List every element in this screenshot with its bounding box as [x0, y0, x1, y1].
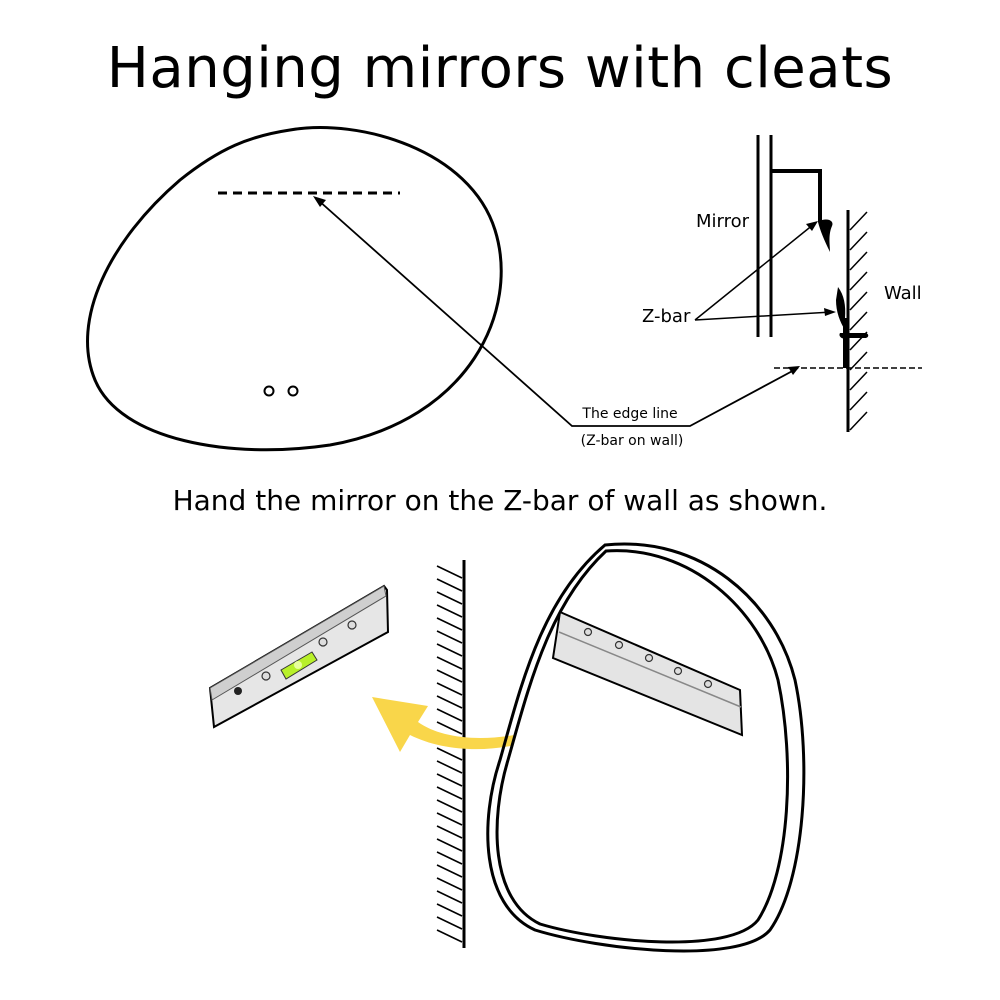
wall-section: [436, 560, 466, 948]
level-bubble: [280, 651, 318, 680]
wall-cleat: [208, 584, 390, 729]
instruction-text: Hand the mirror on the Z-bar of wall as …: [172, 484, 828, 517]
zbar-label: Z-bar: [642, 306, 691, 327]
cross-section: [756, 135, 922, 432]
zbar-pointers: [694, 221, 836, 321]
mirror-cleat: [551, 610, 744, 737]
edge-line-note: (Z-bar on wall): [581, 433, 684, 449]
page-title: Hanging mirrors with cleats: [106, 36, 894, 101]
mirror-outline-top: [86, 126, 503, 452]
mirror-outline-bottom: [486, 542, 806, 953]
edge-line-label: The edge line: [581, 406, 677, 422]
mirror-label: Mirror: [696, 211, 750, 232]
wall-label: Wall: [884, 283, 922, 304]
